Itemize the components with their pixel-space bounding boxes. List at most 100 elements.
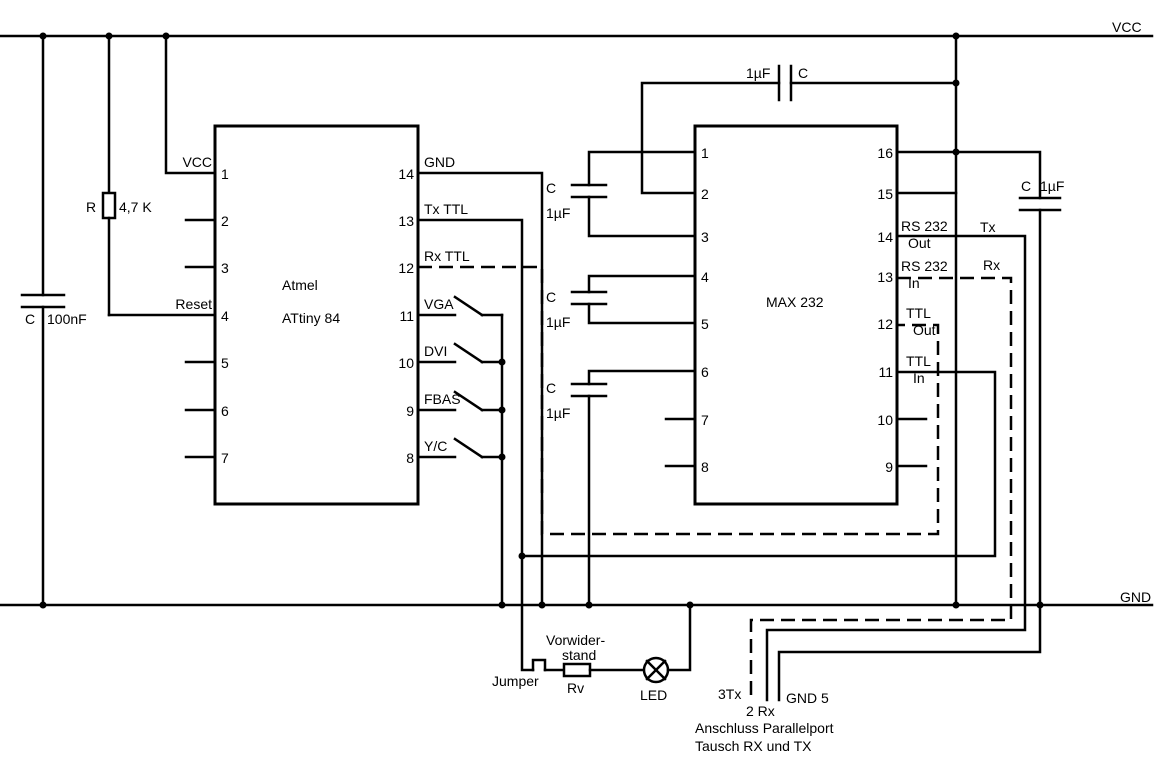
atmel-left-pin-number: 4 — [221, 308, 229, 324]
connector-pin-gnd: GND 5 — [786, 690, 829, 706]
top-capacitor: 1µF C — [640, 64, 958, 195]
cap3-ref: C — [546, 380, 556, 396]
gnd-rail-label: GND — [1120, 589, 1151, 605]
max-right-pin-sublabel: In — [913, 370, 925, 386]
max-left-pin-number: 3 — [701, 229, 709, 245]
cap3-value: 1µF — [546, 405, 570, 421]
atmel-left-pin-label: VCC — [182, 154, 212, 170]
max-right-pin-sublabel: In — [908, 275, 920, 291]
atmel-gnd-wire — [416, 171, 544, 607]
connector-pin-rx: 2 Rx — [746, 703, 775, 719]
tx-to-max-wire — [520, 370, 997, 558]
atmel-part: ATtiny 84 — [282, 310, 340, 326]
decoupling-capacitor: C 100nF — [20, 34, 87, 607]
atmel-left-pin-number: 1 — [221, 166, 229, 182]
decoupling-cap-value: 100nF — [47, 311, 87, 327]
max-left-pin-number: 7 — [701, 412, 709, 428]
parallel-port-connector: 3Tx 2 Rx GND 5 Anschluss Parallelport Ta… — [695, 686, 834, 754]
max-right-pin-number: 9 — [885, 459, 893, 475]
max-left-pin-number: 2 — [701, 186, 709, 202]
resistor-label-line2: stand — [562, 647, 596, 663]
cap1-value: 1µF — [546, 205, 570, 221]
max232-chip: MAX 232 — [693, 124, 899, 506]
atmel-right-pin-label: Rx TTL — [424, 248, 470, 264]
junction-dots — [39, 32, 1044, 609]
atmel-right-pin-number: 14 — [398, 166, 414, 182]
rs232-tx-wire — [765, 234, 1027, 702]
max-right-pin-label: TTL — [906, 353, 931, 369]
atmel-title: Atmel — [282, 277, 318, 293]
atmel-right-pin-number: 11 — [399, 308, 414, 324]
cap-pin6-gnd: C 1µF — [546, 369, 697, 607]
right-cap-value: 1µF — [1040, 178, 1064, 194]
reset-resistor-ref: R — [86, 199, 96, 215]
atmel-right-pin-label: Tx TTL — [424, 201, 468, 217]
cap2-ref: C — [546, 289, 556, 305]
atmel-right-pin-number: 12 — [398, 260, 414, 276]
atmel-pins: 1 VCC 2 3 4 Reset 5 6 7 14 GND 13 Tx TTL 12 Rx TTL 11 VG… — [175, 154, 469, 466]
right-cap-ref: C — [1021, 178, 1031, 194]
vcc-rail-label: VCC — [1112, 19, 1142, 35]
max-left-pin-number: 5 — [701, 316, 709, 332]
atmel-right-pin-number: 13 — [398, 213, 414, 229]
cap1-ref: C — [546, 180, 556, 196]
rx-signal-label: Rx — [983, 257, 1000, 273]
resistor-label-line1: Vorwider- — [546, 632, 605, 648]
max-right-pin-number: 15 — [877, 186, 893, 202]
atmel-left-pin-number: 3 — [221, 260, 229, 276]
atmel-right-pin-number: 10 — [398, 355, 414, 371]
top-cap-value: 1µF — [746, 65, 770, 81]
tx-ttl-wire — [416, 218, 535, 672]
cap-pin1-pin3: C 1µF — [546, 150, 697, 238]
connector-note-1: Anschluss Parallelport — [695, 720, 834, 736]
max-right-pin-label: RS 232 — [901, 258, 948, 274]
atmel-vcc-wire — [164, 34, 217, 175]
max-right-pin-label: RS 232 — [901, 218, 948, 234]
resistor-ref: Rv — [567, 680, 584, 696]
rx-ttl-dashed-wire — [418, 265, 940, 536]
atmel-right-pin-number: 8 — [406, 450, 414, 466]
led-circuit: Vorwider- stand Rv Jumper LED — [492, 603, 692, 703]
atmel-right-pin-label: FBAS — [424, 391, 461, 407]
atmel-left-pin-number: 5 — [221, 355, 229, 371]
rs232-rx-dashed-wire — [749, 276, 1013, 700]
atmel-chip: Atmel ATtiny 84 — [213, 124, 420, 506]
cap-pin4-pin5: C 1µF — [546, 274, 697, 330]
atmel-left-pin-label: Reset — [175, 296, 212, 312]
mode-switches — [416, 295, 506, 607]
right-capacitor: C 1µF — [954, 150, 1064, 607]
max-right-pin-number: 13 — [877, 269, 893, 285]
connector-note-2: Tausch RX und TX — [695, 738, 812, 754]
atmel-right-pin-label: VGA — [424, 296, 454, 312]
atmel-left-pin-number: 7 — [221, 450, 229, 466]
atmel-left-pin-number: 2 — [221, 213, 229, 229]
reset-resistor-value: 4,7 K — [119, 199, 152, 215]
led-label: LED — [640, 687, 667, 703]
decoupling-cap-ref: C — [25, 311, 35, 327]
atmel-right-pin-label: DVI — [424, 343, 447, 359]
max-right-pin-number: 12 — [877, 316, 893, 332]
atmel-right-pin-label: GND — [424, 154, 455, 170]
cap2-value: 1µF — [546, 314, 570, 330]
max232-title: MAX 232 — [766, 294, 824, 310]
series-resistor — [562, 662, 592, 678]
max-right-pin-number: 16 — [877, 145, 893, 161]
tx-signal-label: Tx — [980, 219, 996, 235]
atmel-right-pin-number: 9 — [406, 403, 414, 419]
max-right-pin-sublabel: Out — [908, 235, 931, 251]
reset-resistor: R 4,7 K — [86, 34, 217, 317]
max-right-pin-number: 14 — [877, 229, 893, 245]
max-right-pin-number: 10 — [877, 412, 893, 428]
max-left-pin-number: 4 — [701, 269, 709, 285]
max-left-pin-number: 8 — [701, 459, 709, 475]
max-right-pin-number: 11 — [878, 364, 893, 380]
atmel-right-pin-label: Y/C — [424, 438, 447, 454]
max-right-pin-label: TTL — [906, 305, 931, 321]
top-cap-ref: C — [798, 65, 808, 81]
connector-gnd-wire — [777, 603, 1042, 702]
max-left-pin-number: 6 — [701, 364, 709, 380]
connector-pin-tx: 3Tx — [718, 686, 741, 702]
atmel-left-pin-number: 6 — [221, 403, 229, 419]
